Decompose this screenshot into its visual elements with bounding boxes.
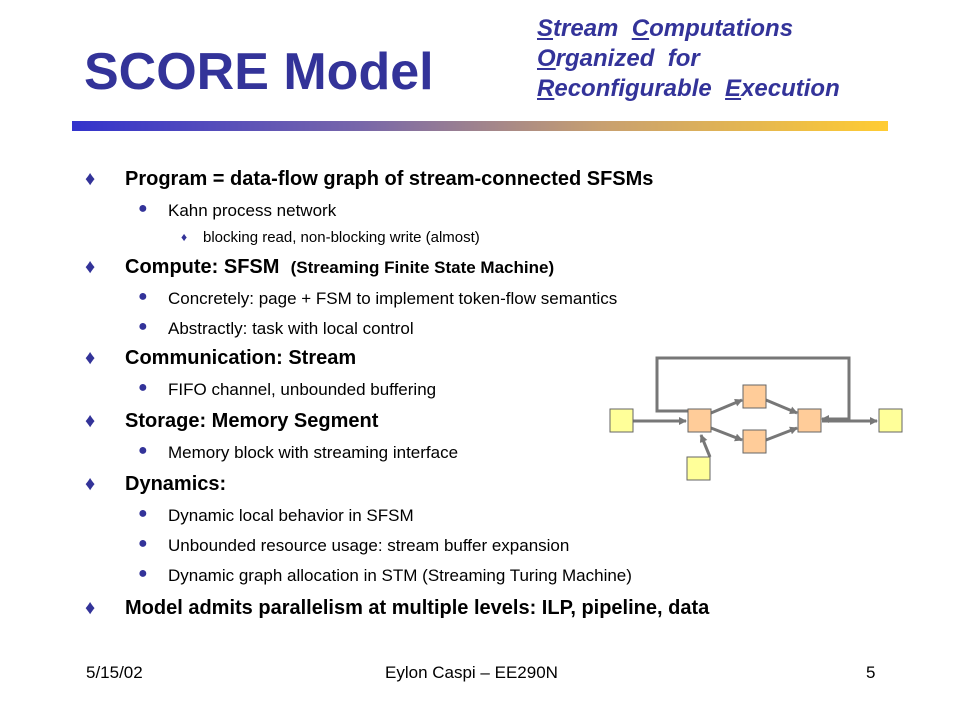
acronym-word-for: for	[667, 45, 700, 72]
feedback-stream-edge	[655, 356, 851, 423]
dot-bullet-icon: ●	[138, 200, 148, 217]
bullet-communication: ♦ Communication: Stream	[85, 347, 357, 370]
bullet-dynamics: ♦ Dynamics:	[85, 473, 227, 496]
bullet-text: Dynamic local behavior in SFSM	[168, 506, 414, 525]
acronym-word-reconfigurable: econfigurable	[554, 75, 712, 102]
bullet-text: FIFO channel, unbounded buffering	[168, 380, 437, 399]
sfsm-node-4	[797, 408, 822, 433]
diamond-bullet-icon: ♦	[85, 410, 96, 432]
acronym-letter-c: C	[631, 15, 650, 42]
bullet-text: Program = data-flow graph of stream-conn…	[125, 168, 654, 190]
bullet-dynamic-graph: ● Dynamic graph allocation in STM (Stream…	[138, 565, 632, 586]
sfsm-node-2	[742, 384, 767, 409]
split-upper-edge	[710, 398, 743, 415]
bullet-blocking-read: ♦ blocking read, non-blocking write (almo…	[181, 229, 480, 246]
footer-page-number: 5	[866, 663, 876, 682]
title-gradient-rule	[72, 121, 888, 131]
bullet-unbounded-resource: ● Unbounded resource usage: stream buffer…	[138, 535, 570, 556]
bullet-fifo: ● FIFO channel, unbounded buffering	[138, 379, 437, 400]
dot-bullet-icon: ●	[138, 288, 148, 305]
merge-upper-edge	[765, 398, 798, 415]
acronym-word-stream: tream	[553, 15, 619, 42]
diamond-bullet-icon: ♦	[85, 256, 96, 278]
sfsm-node-1	[687, 408, 712, 433]
dot-bullet-icon: ●	[138, 535, 148, 552]
bullet-text: Kahn process network	[168, 201, 337, 220]
diamond-bullet-icon: ♦	[85, 473, 96, 495]
merge-lower-edge	[765, 426, 798, 442]
diamond-bullet-icon: ♦	[85, 168, 96, 190]
bullet-text: Unbounded resource usage: stream buffer …	[168, 536, 570, 555]
acronym-letter-s: S	[537, 15, 554, 42]
acronym-letter-o: O	[537, 45, 556, 72]
bullet-abstractly: ● Abstractly: task with local control	[138, 318, 414, 339]
bullet-text: blocking read, non-blocking write (almos…	[203, 229, 480, 246]
bullet-text: Dynamics:	[125, 473, 227, 495]
acronym-word-organized: rganized	[555, 45, 655, 72]
acronym-word-computations: omputations	[649, 15, 794, 42]
bullet-compute: ♦ Compute: SFSM (Streaming Finite State M…	[85, 256, 555, 279]
dot-bullet-icon: ●	[138, 318, 148, 335]
bullet-subtext: (Streaming Finite State Machine)	[290, 258, 555, 277]
input-node-2	[686, 456, 711, 481]
bullet-memory-block: ● Memory block with streaming interface	[138, 442, 459, 463]
bullet-program: ♦ Program = data-flow graph of stream-con…	[85, 168, 654, 191]
bullet-text: Concretely: page + FSM to implement toke…	[168, 289, 618, 308]
acronym-line-2: Organized for	[537, 44, 840, 74]
dot-bullet-icon: ●	[138, 565, 148, 582]
dot-bullet-icon: ●	[138, 379, 148, 396]
diamond-bullet-icon: ♦	[85, 597, 96, 619]
dot-bullet-icon: ●	[138, 505, 148, 522]
bullet-text: Abstractly: task with local control	[168, 319, 414, 338]
bullet-text: Dynamic graph allocation in STM (Streami…	[168, 566, 632, 585]
slide-title: SCORE Model	[84, 43, 434, 101]
output-node	[878, 408, 903, 433]
diamond-bullet-icon: ♦	[85, 347, 96, 369]
acronym-letter-e: E	[725, 75, 742, 102]
bullet-text: Compute: SFSM	[125, 256, 280, 278]
input2-stream-edge	[699, 434, 712, 458]
bullet-text: Communication: Stream	[125, 347, 357, 369]
bullet-text: Model admits parallelism at multiple lev…	[125, 597, 710, 619]
bullet-storage: ♦ Storage: Memory Segment	[85, 410, 379, 433]
bullet-concretely: ● Concretely: page + FSM to implement tok…	[138, 288, 618, 309]
acronym-letter-r: R	[537, 75, 555, 102]
bullet-text: Memory block with streaming interface	[168, 443, 459, 462]
dot-bullet-icon: ●	[138, 442, 148, 459]
acronym-word-execution: xecution	[741, 75, 840, 102]
bullet-kahn: ● Kahn process network	[138, 200, 337, 221]
title-acronym-expansion: Stream Computations Organized for Reconf…	[537, 14, 840, 104]
footer-date: 5/15/02	[86, 663, 143, 682]
bullet-parallelism: ♦ Model admits parallelism at multiple le…	[85, 597, 710, 620]
split-lower-edge	[710, 426, 743, 442]
sfsm-node-3	[742, 429, 767, 454]
small-diamond-bullet-icon: ♦	[181, 230, 188, 244]
bullet-text: Storage: Memory Segment	[125, 410, 379, 432]
bullet-dynamic-local: ● Dynamic local behavior in SFSM	[138, 505, 414, 526]
footer-author: Eylon Caspi – EE290N	[385, 663, 558, 682]
input-node	[609, 408, 634, 433]
acronym-line-1: Stream Computations	[537, 14, 840, 44]
acronym-line-3: Reconfigurable Execution	[537, 74, 840, 104]
